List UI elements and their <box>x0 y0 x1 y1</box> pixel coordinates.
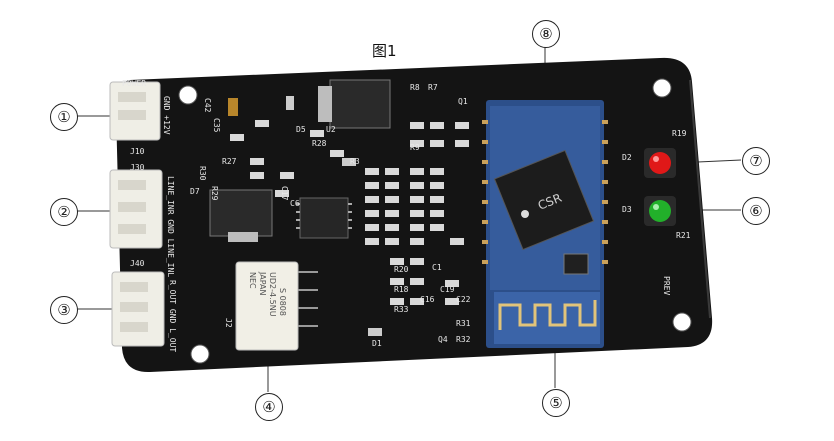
silk-u2: U2 <box>326 125 336 134</box>
callout-3: ③ <box>50 296 78 324</box>
relay-origin: JAPAN <box>258 271 267 295</box>
relay-model: UD2-4.5NU <box>268 272 277 317</box>
silk-d1: D1 <box>372 339 382 348</box>
silk-power-pins: GND +12V <box>162 96 171 135</box>
silk-r29: R29 <box>210 186 219 201</box>
silk-r33: R33 <box>394 305 409 314</box>
silk-j40: J40 <box>130 259 145 268</box>
silk-r32: R32 <box>456 335 471 344</box>
silk-q1: Q1 <box>458 97 468 106</box>
callout-4: ④ <box>255 393 283 421</box>
relay-brand: NEC <box>248 272 257 289</box>
silk-prev: PREV <box>662 276 671 295</box>
connector-line-in <box>109 169 163 249</box>
silk-c42: C42 <box>203 98 212 113</box>
silk-j10: J10 <box>130 147 145 156</box>
silk-r19: R19 <box>672 129 687 138</box>
callout-2: ② <box>50 198 78 226</box>
callout-8: ⑧ <box>532 20 560 48</box>
silk-r7: R7 <box>428 83 438 92</box>
silk-r3: R3 <box>350 157 360 166</box>
silk-c22: C22 <box>456 295 471 304</box>
silk-d2: D2 <box>622 153 632 162</box>
silk-q4: Q4 <box>438 335 448 344</box>
connector-power <box>109 81 161 141</box>
led-red <box>644 148 676 178</box>
relay <box>235 261 318 351</box>
silk-c6: C6 <box>290 199 300 208</box>
silk-r9: R9 <box>410 143 420 152</box>
smd-components <box>230 120 469 305</box>
silk-r21: R21 <box>676 231 691 240</box>
silk-power: POWER <box>122 79 146 88</box>
silk-r28: R28 <box>312 139 327 148</box>
silk-r8: R8 <box>410 83 420 92</box>
silk-d7: D7 <box>190 187 200 196</box>
silk-r31: R31 <box>456 319 471 328</box>
led-green <box>644 196 676 226</box>
silk-c16: C16 <box>420 295 435 304</box>
callout-5: ⑤ <box>542 389 570 417</box>
silk-c19: C19 <box>440 285 455 294</box>
silk-j2: J2 <box>224 318 233 328</box>
silk-c1: C1 <box>432 263 442 272</box>
silk-j30: J30 <box>130 163 145 172</box>
silk-r18: R18 <box>394 285 409 294</box>
relay-code: S 0808 <box>278 288 287 316</box>
callout-7: ⑦ <box>742 147 770 175</box>
silk-r27: R27 <box>222 157 237 166</box>
silk-c35: C35 <box>212 118 221 133</box>
bt-module <box>482 100 608 348</box>
silk-d5: D5 <box>296 125 306 134</box>
audio-ic <box>299 197 349 239</box>
regulator-top <box>329 79 391 129</box>
bt-chip <box>493 149 595 251</box>
figure-title: 图1 <box>372 42 397 60</box>
silk-r30: R30 <box>198 166 207 181</box>
silk-d3: D3 <box>622 205 632 214</box>
pcb-antenna <box>498 300 597 330</box>
silk-c17: C17 <box>280 186 289 201</box>
silk-r20: R20 <box>394 265 409 274</box>
silk-out-pins: R_OUT GND L_OUT <box>168 280 177 352</box>
silk-line-pins: LINE_INR GND LINE_INL <box>166 176 175 277</box>
mounting-holes <box>178 78 692 364</box>
connector-audio-out <box>111 271 165 347</box>
callout-6: ⑥ <box>742 197 770 225</box>
callout-1: ① <box>50 103 78 131</box>
